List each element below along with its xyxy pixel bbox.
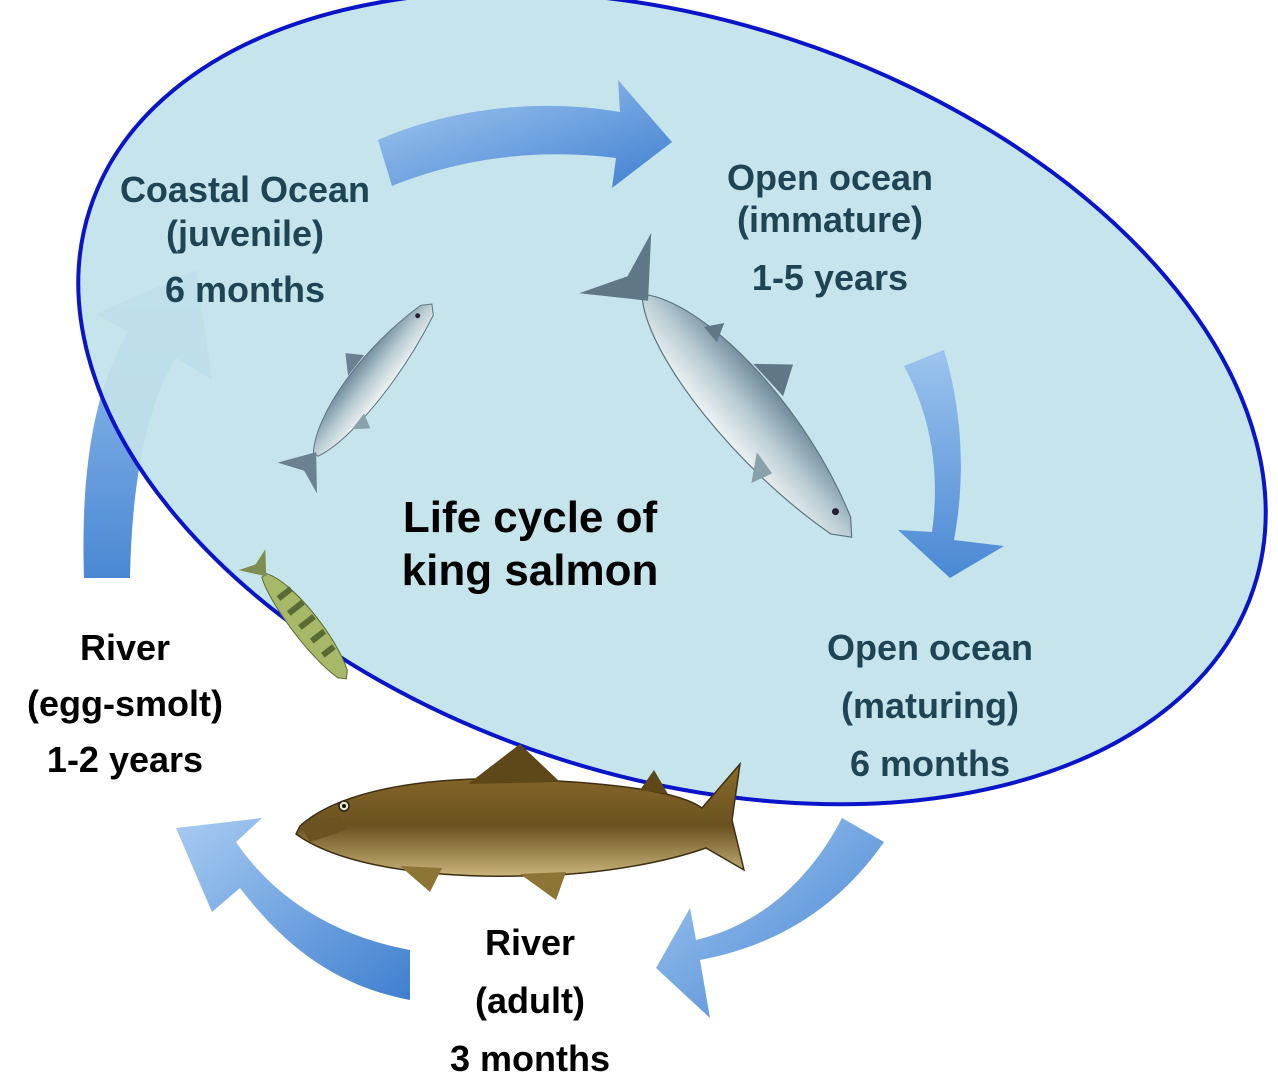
stage-label-river-egg-smolt: River (egg-smolt) 1-2 years xyxy=(0,630,250,778)
stage-label-open-ocean-immature: Open ocean (immature) 1-5 years xyxy=(680,160,980,296)
stage-phase: (immature) xyxy=(680,202,980,238)
stage-name: Open ocean xyxy=(680,160,980,196)
stage-name: Coastal Ocean xyxy=(95,172,395,208)
diagram-title-line2: king salmon xyxy=(360,545,700,598)
stage-name: Open ocean xyxy=(780,630,1080,666)
diagram-title-line1: Life cycle of xyxy=(360,492,700,545)
stage-label-coastal-ocean: Coastal Ocean (juvenile) 6 months xyxy=(95,172,395,308)
stage-phase: (egg-smolt) xyxy=(0,686,250,722)
stage-duration: 6 months xyxy=(780,746,1080,782)
stage-duration: 6 months xyxy=(95,272,395,308)
stage-name: River xyxy=(410,925,650,961)
stage-phase: (maturing) xyxy=(780,688,1080,724)
stage-duration: 1-5 years xyxy=(680,260,980,296)
stage-phase: (adult) xyxy=(410,983,650,1019)
stage-phase: (juvenile) xyxy=(95,216,395,252)
stage-label-river-adult: River (adult) 3 months xyxy=(410,925,650,1077)
stage-name: River xyxy=(0,630,250,666)
diagram-title: Life cycle of king salmon xyxy=(360,492,700,598)
stage-label-open-ocean-maturing: Open ocean (maturing) 6 months xyxy=(780,630,1080,782)
stage-duration: 1-2 years xyxy=(0,742,250,778)
